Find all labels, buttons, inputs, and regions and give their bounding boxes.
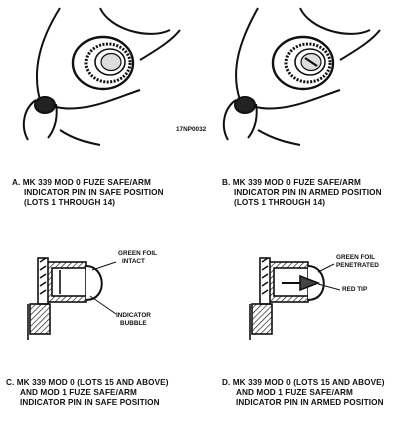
caption-a-line-1: MK 339 MOD 0 FUZE SAFE/ARM bbox=[22, 178, 151, 187]
panel-a-drawing bbox=[22, 7, 181, 146]
caption-b-letter: B. bbox=[222, 178, 231, 187]
caption-d-line-2: AND MOD 1 FUZE SAFE/ARM bbox=[236, 388, 353, 397]
caption-d-line-1: MK 339 MOD 0 (LOTS 15 AND ABOVE) bbox=[232, 378, 385, 387]
callout-c-bubble-line-2: BUBBLE bbox=[120, 320, 147, 327]
caption-a: A. MK 339 MOD 0 FUZE SAFE/ARM INDICATOR … bbox=[12, 178, 164, 208]
panel-b-drawing bbox=[222, 7, 381, 146]
caption-c: C. MK 339 MOD 0 (LOTS 15 AND ABOVE) AND … bbox=[6, 378, 169, 408]
caption-a-line-3: (LOTS 1 THROUGH 14) bbox=[24, 198, 116, 207]
caption-b: B. MK 339 MOD 0 FUZE SAFE/ARM INDICATOR … bbox=[222, 178, 382, 208]
caption-a-letter: A. bbox=[12, 178, 21, 187]
caption-b-line-3: (LOTS 1 THROUGH 14) bbox=[234, 198, 326, 207]
caption-b-line-1: MK 339 MOD 0 FUZE SAFE/ARM bbox=[232, 178, 361, 187]
caption-a-line-2: INDICATOR PIN IN SAFE POSITION bbox=[24, 188, 164, 197]
callout-c-foil-line-1: GREEN FOIL bbox=[118, 250, 158, 257]
panel-c-drawing bbox=[27, 257, 117, 340]
callout-d-foil-line-1: GREEN FOIL bbox=[336, 254, 376, 261]
caption-d-letter: D. bbox=[222, 378, 231, 387]
callout-c-bubble: INDICATOR BUBBLE bbox=[116, 312, 151, 328]
figure-code: 17NP0032 bbox=[176, 126, 207, 133]
caption-c-letter: C. bbox=[6, 378, 15, 387]
caption-c-line-1: MK 339 MOD 0 (LOTS 15 AND ABOVE) bbox=[16, 378, 169, 387]
callout-d-foil-line-2: PENETRATED bbox=[336, 262, 379, 269]
callout-d-tip: RED TIP bbox=[342, 286, 368, 293]
callout-d-foil: GREEN FOIL PENETRATED bbox=[336, 254, 379, 270]
caption-d-line-3: INDICATOR PIN IN ARMED POSITION bbox=[236, 398, 384, 407]
caption-c-line-2: AND MOD 1 FUZE SAFE/ARM bbox=[20, 388, 137, 397]
caption-b-line-2: INDICATOR PIN IN ARMED POSITION bbox=[234, 188, 382, 197]
caption-d: D. MK 339 MOD 0 (LOTS 15 AND ABOVE) AND … bbox=[222, 378, 385, 408]
caption-c-line-3: INDICATOR PIN IN SAFE POSITION bbox=[20, 398, 160, 407]
callout-c-foil: GREEN FOIL INTACT bbox=[118, 250, 157, 266]
callout-c-foil-line-2: INTACT bbox=[122, 258, 145, 265]
callout-c-bubble-line-1: INDICATOR bbox=[116, 312, 151, 319]
panel-d-drawing bbox=[249, 257, 341, 340]
